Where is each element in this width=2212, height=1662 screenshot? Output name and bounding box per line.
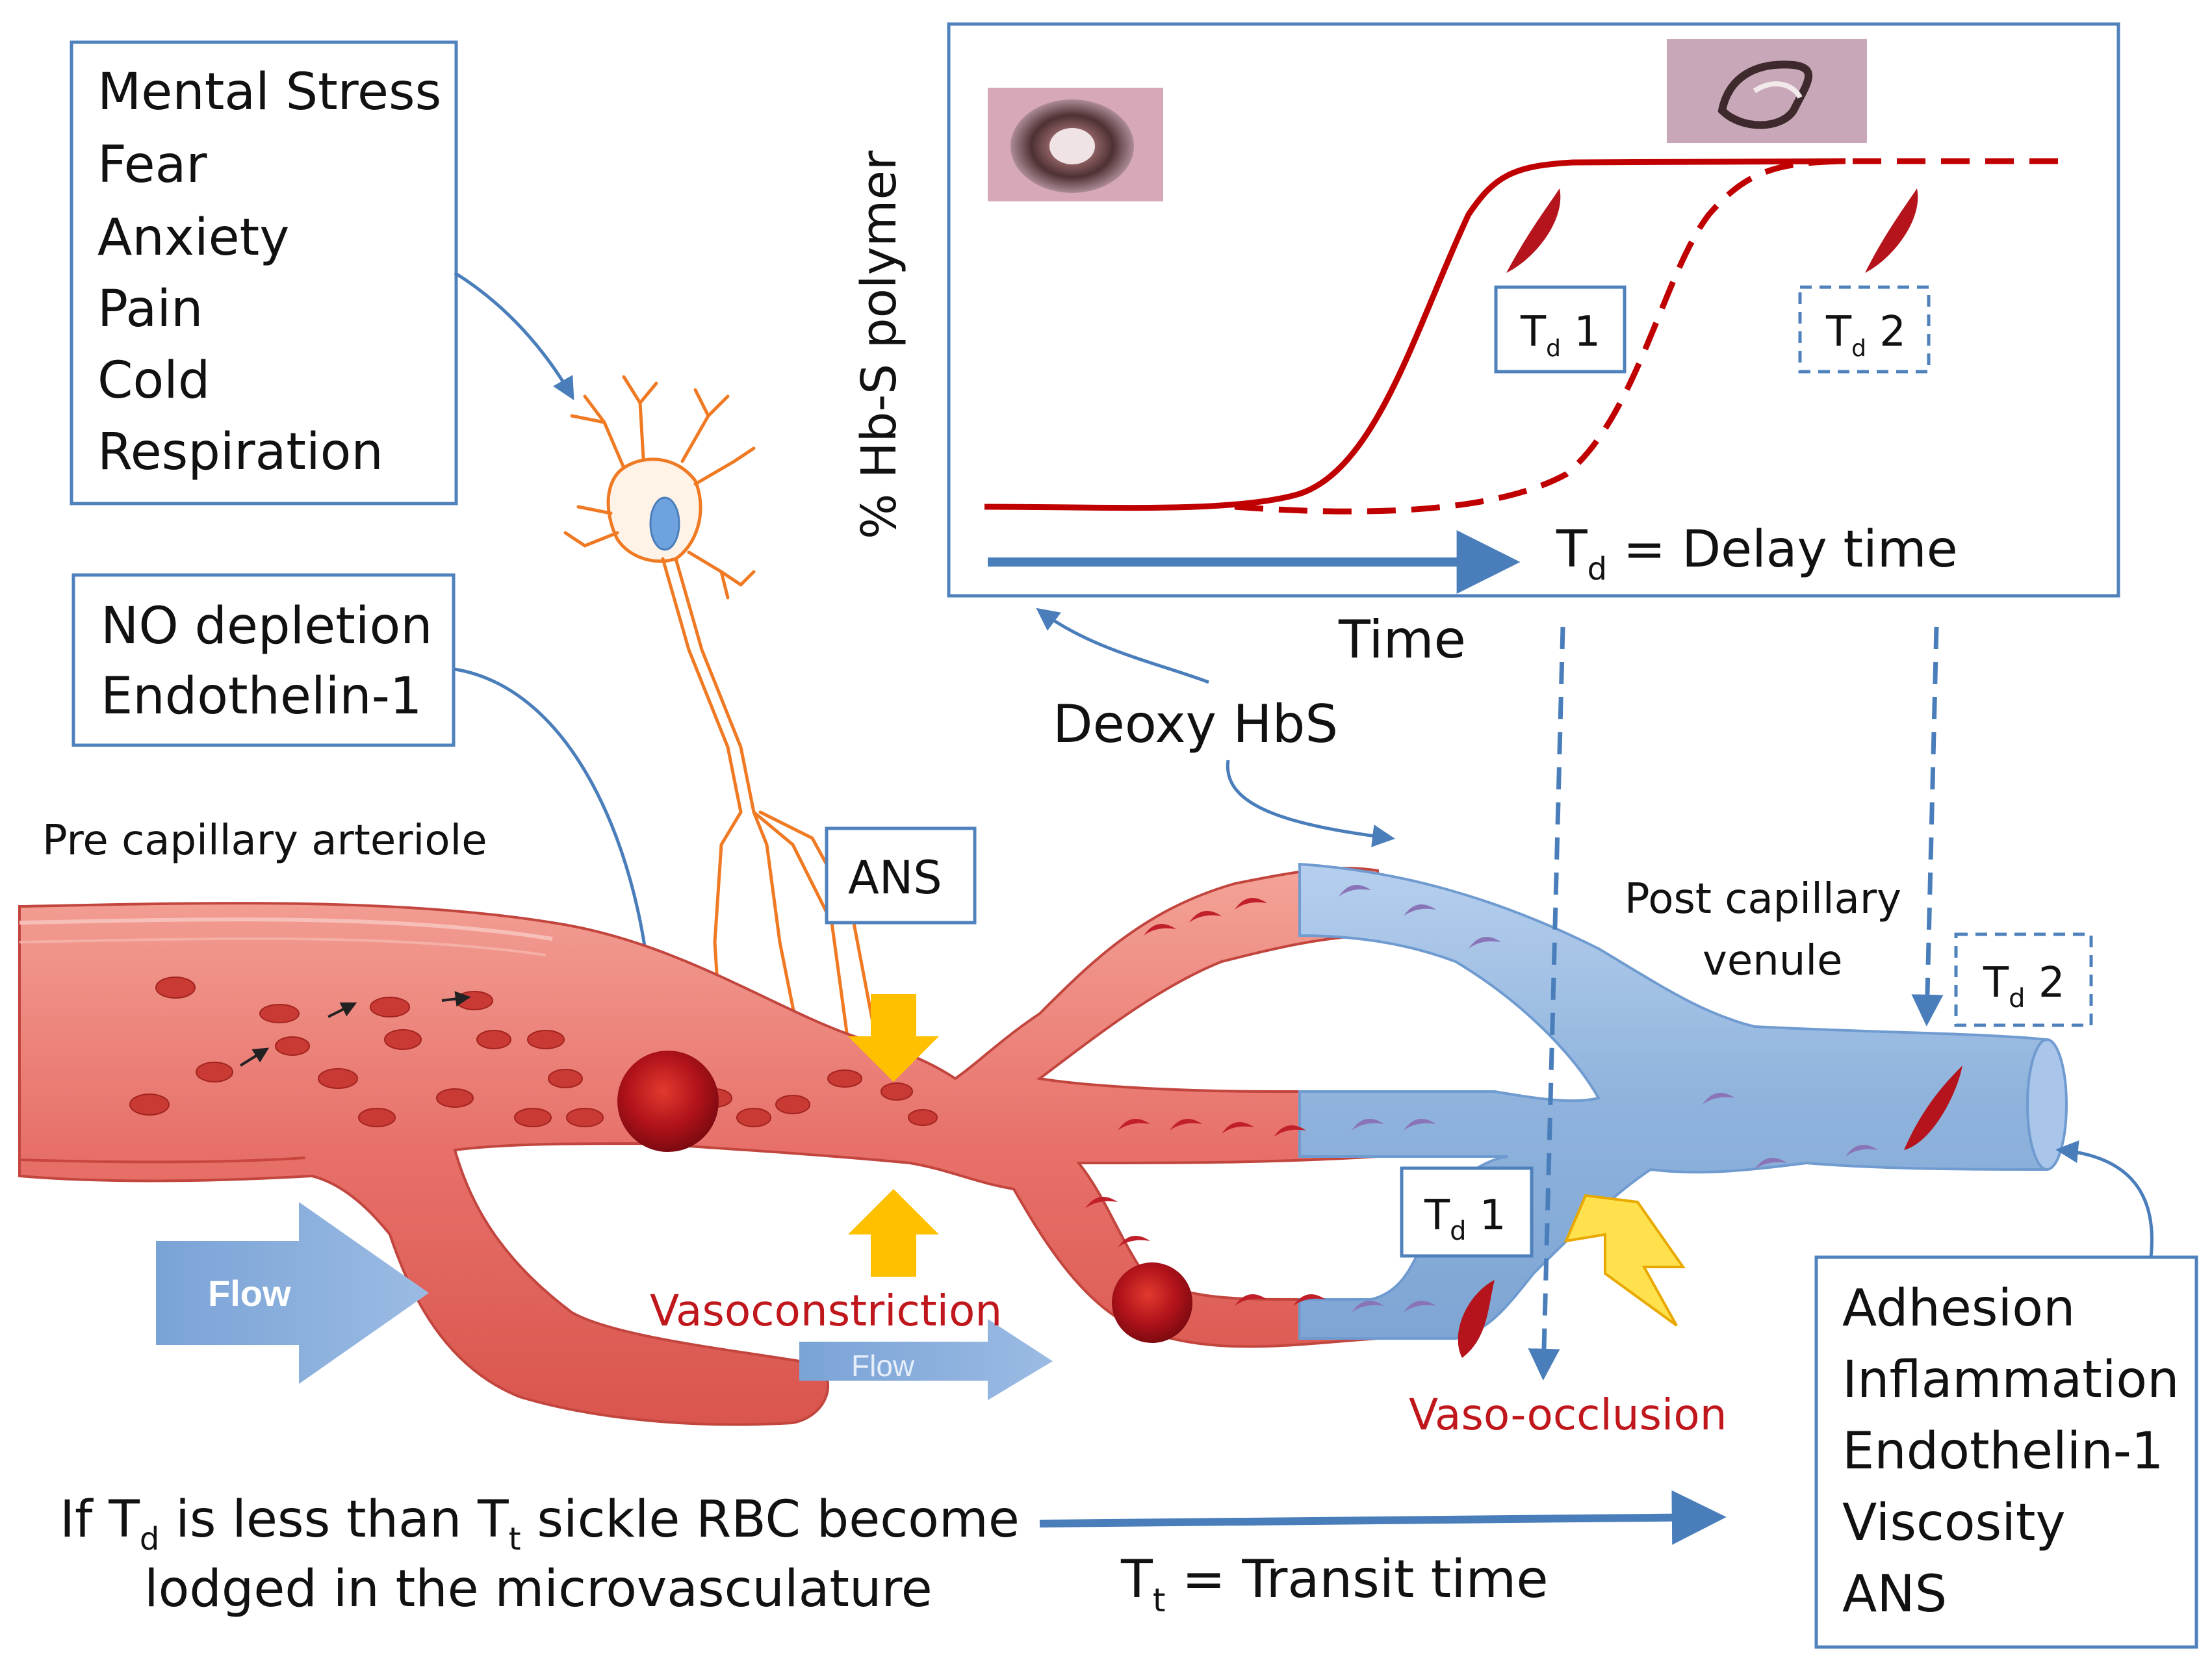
trigger-respiration: Respiration: [97, 423, 383, 481]
trigger-to-neuron-arrow: [454, 271, 574, 401]
trigger-cold: Cold: [97, 352, 210, 410]
vasoconstriction-arrow-down: [848, 994, 939, 1082]
graph-x-axis-label: Time: [1338, 609, 1466, 670]
flow-direction-arrows: [239, 991, 471, 1067]
graph-sickle-icon-1: [1506, 188, 1561, 273]
sickle-cells-venule: [1339, 885, 1878, 1312]
svg-text:Td 2: Td 2: [1983, 959, 2065, 1014]
vasoconstriction-label: Vasoconstriction: [650, 1286, 1002, 1336]
neuron-icon: [563, 375, 879, 1068]
factor-ans: ANS: [1842, 1565, 1947, 1624]
vasoconstriction-arrow-up: [848, 1189, 939, 1277]
graph-td2-label: Td 2: [1825, 308, 1906, 362]
vessel-td2-box: Td 2: [1954, 932, 2093, 1027]
deoxy-hbs-label: Deoxy HbS: [1053, 694, 1338, 754]
factor-viscosity: Viscosity: [1842, 1494, 2066, 1552]
transit-time-arrow: [1039, 1490, 1727, 1545]
bottom-condition-line1: If Td is less than Tt sickle RBC become: [60, 1490, 1020, 1557]
svg-text:Td 1: Td 1: [1424, 1192, 1506, 1246]
endothelin-label: Endothelin-1: [101, 667, 422, 726]
factors-to-venule-arrow: [2055, 1140, 2154, 1258]
triggers-box: Mental Stress Fear Anxiety Pain Cold Res…: [70, 40, 458, 505]
vaso-occlusion-label: Vaso-occlusion: [1409, 1390, 1727, 1440]
polymer-curve-td2: [1234, 158, 2073, 515]
factor-inflammation: Inflammation: [1842, 1351, 2180, 1409]
factors-box: Adhesion Inflammation Endothelin-1 Visco…: [1814, 1255, 2198, 1649]
deoxy-to-vessel-arrow: [1226, 760, 1395, 847]
factor-endothelin: Endothelin-1: [1842, 1422, 2164, 1481]
vessel-td1-box: Td 1: [1400, 1166, 1534, 1258]
flow-arrow-small: Flow: [799, 1319, 1053, 1400]
trigger-mental-stress: Mental Stress: [97, 63, 441, 121]
red-blood-cells: [129, 977, 938, 1127]
sickle-cell-occluding: [1458, 1280, 1495, 1358]
trigger-fear: Fear: [97, 136, 207, 194]
graph-td1-label: Td 1: [1520, 308, 1601, 362]
large-rbc-capillary: [1112, 1262, 1192, 1343]
polymer-graph: Td 1 Td 2 % Hb-S polymer Td = Delay time: [851, 22, 2120, 598]
sickle-cells-vessel: [1085, 898, 1326, 1306]
deoxy-to-graph-arrow: [1036, 607, 1209, 684]
td1-drop-line: [1528, 626, 1565, 1381]
no-depletion-label: NO depletion: [101, 597, 433, 656]
factor-adhesion: Adhesion: [1842, 1279, 2075, 1338]
transit-time-label: Tt = Transit time: [1120, 1549, 1549, 1619]
ans-label: ANS: [848, 851, 942, 904]
flow-small-label: Flow: [851, 1349, 915, 1383]
large-rbc-arteriole: [617, 1051, 719, 1152]
post-capillary-label: Post capillary: [1625, 875, 1901, 923]
ans-box: ANS: [825, 826, 977, 925]
no-depletion-arrow: [454, 667, 660, 992]
trigger-pain: Pain: [97, 280, 203, 339]
flow-main-label: Flow: [208, 1273, 291, 1314]
td2-drop-line: [1911, 626, 1944, 1027]
graph-y-axis-label: % Hb-S polymer: [851, 150, 907, 539]
flow-arrow-main: Flow: [156, 1202, 429, 1384]
sickle-cell-venule-large: [1904, 1066, 1962, 1150]
endothelial-box: NO depletion Endothelin-1: [71, 573, 456, 747]
trigger-anxiety: Anxiety: [97, 209, 289, 267]
venule-label: venule: [1703, 937, 1843, 985]
graph-delay-time-label: Td = Delay time: [1556, 520, 1958, 587]
polymer-curve-td1: [984, 158, 1846, 511]
bottom-condition-line2: lodged in the microvasculature: [144, 1560, 932, 1618]
graph-sickle-icon-2: [1865, 188, 1918, 273]
occlusion-lightning-icon: [1563, 1194, 1686, 1327]
pre-capillary-label: Pre capillary arteriole: [42, 817, 487, 865]
